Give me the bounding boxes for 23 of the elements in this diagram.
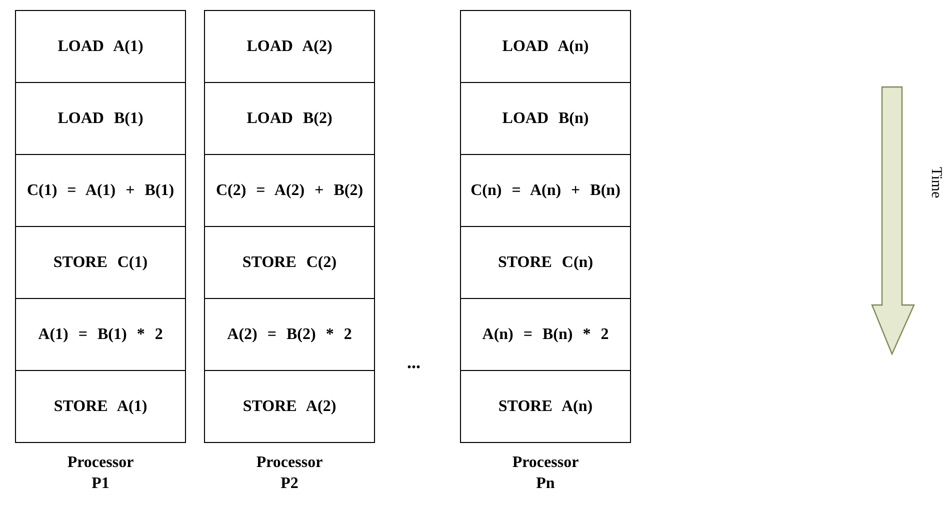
instruction-text: STORE A(n) <box>498 398 593 416</box>
instruction-text: A(2) = B(2) * 2 <box>227 326 352 344</box>
instruction-text: STORE A(2) <box>242 398 336 416</box>
instruction-text: LOAD B(1) <box>58 110 144 128</box>
instruction-text: STORE C(1) <box>53 254 148 272</box>
ellipsis: ... <box>407 352 420 373</box>
processor-label: Processor Pn <box>511 453 580 494</box>
instruction-text: STORE C(2) <box>242 254 337 272</box>
instruction-text: LOAD B(n) <box>502 110 589 128</box>
instruction-text: C(2) = A(2) + B(2) <box>216 182 364 200</box>
instruction-text: LOAD A(n) <box>502 38 589 56</box>
processor-label: Processor P2 <box>255 453 324 494</box>
axis-label: Time <box>927 167 944 198</box>
instruction-text: A(n) = B(n) * 2 <box>482 326 609 344</box>
processor-label: Processor P1 <box>66 453 135 494</box>
instruction-text: LOAD B(2) <box>246 110 332 128</box>
instruction-text: LOAD A(1) <box>58 38 144 56</box>
instruction-text: STORE A(1) <box>54 398 148 416</box>
instruction-text: STORE C(n) <box>498 254 594 272</box>
instruction-text: C(1) = A(1) + B(1) <box>26 182 174 200</box>
instruction-text: C(n) = A(n) + B(n) <box>470 182 620 200</box>
instruction-text: LOAD A(2) <box>246 38 332 56</box>
instruction-text: A(1) = B(1) * 2 <box>38 326 163 344</box>
